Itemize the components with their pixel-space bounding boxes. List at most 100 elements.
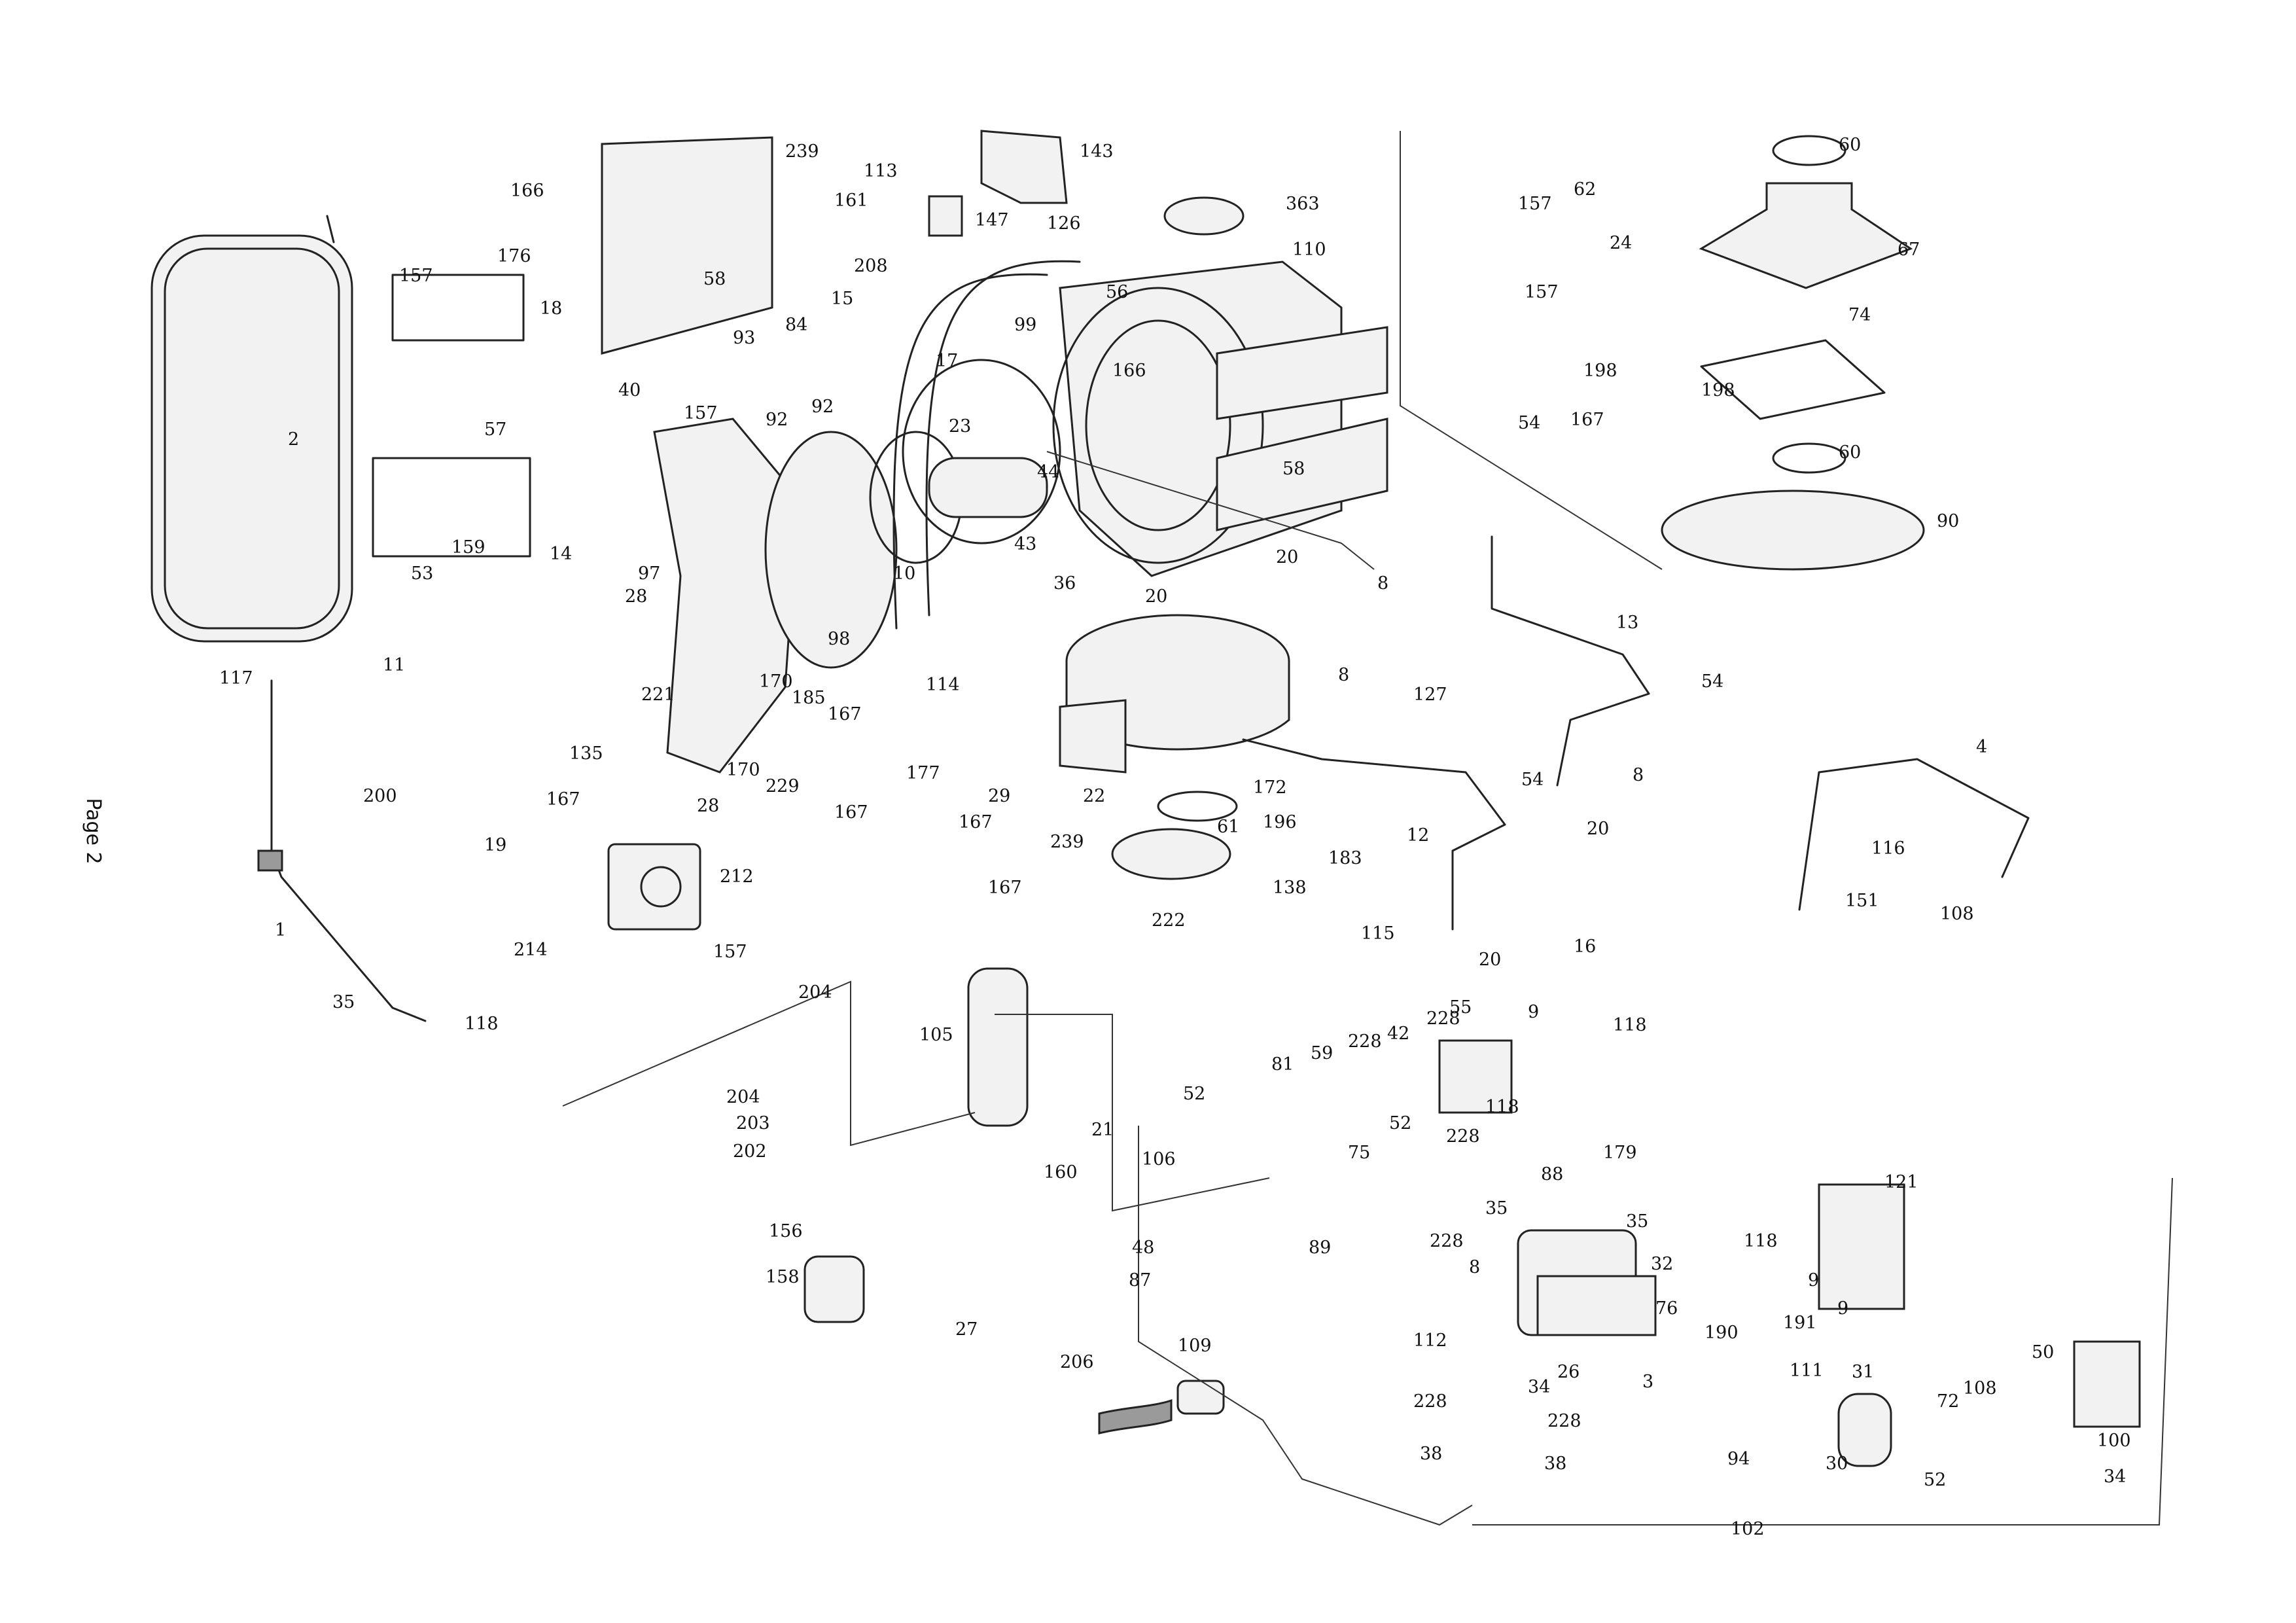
- part-callout-59: 59: [1311, 1043, 1333, 1063]
- part-callout-21: 21: [1091, 1120, 1114, 1140]
- part-callout-126: 126: [1047, 213, 1081, 234]
- part-callout-35c: 35: [1626, 1211, 1648, 1232]
- electrode-box-159: [372, 457, 531, 558]
- part-callout-170a: 170: [759, 671, 793, 692]
- part-callout-52a: 52: [1183, 1084, 1205, 1104]
- flue-pipe-15: [892, 273, 1048, 630]
- seal-60-top: [1772, 135, 1846, 166]
- part-callout-3: 3: [1642, 1372, 1653, 1392]
- part-callout-228d: 228: [1430, 1231, 1464, 1251]
- part-callout-27: 27: [955, 1319, 978, 1340]
- part-callout-160: 160: [1044, 1162, 1078, 1183]
- part-callout-113: 113: [864, 161, 898, 181]
- part-callout-115: 115: [1361, 923, 1395, 944]
- part-callout-81: 81: [1271, 1054, 1294, 1075]
- part-callout-38b: 38: [1544, 1454, 1566, 1474]
- part-callout-157c: 157: [399, 266, 433, 286]
- part-callout-76: 76: [1655, 1298, 1678, 1319]
- electrode-box-176: [391, 274, 525, 342]
- part-callout-198a: 198: [1583, 361, 1617, 381]
- part-callout-109: 109: [1178, 1336, 1212, 1356]
- part-callout-88: 88: [1541, 1164, 1563, 1185]
- part-callout-138: 138: [1273, 878, 1307, 898]
- part-callout-105: 105: [919, 1025, 953, 1045]
- part-callout-48: 48: [1132, 1238, 1154, 1258]
- part-callout-72: 72: [1937, 1391, 1959, 1412]
- part-callout-38a: 38: [1420, 1444, 1442, 1464]
- part-callout-117: 117: [219, 668, 253, 688]
- part-callout-143: 143: [1080, 141, 1114, 162]
- part-callout-75: 75: [1348, 1143, 1370, 1163]
- part-callout-167a: 167: [1570, 410, 1604, 430]
- part-callout-98: 98: [828, 629, 850, 649]
- part-callout-228f: 228: [1547, 1411, 1581, 1431]
- part-callout-204a: 204: [798, 982, 832, 1003]
- part-callout-60: 60: [1839, 135, 1861, 155]
- burner-door-97: [653, 418, 800, 774]
- part-callout-167c: 167: [546, 789, 580, 810]
- part-callout-203: 203: [736, 1113, 770, 1133]
- part-callout-50: 50: [2032, 1342, 2054, 1363]
- part-callout-112: 112: [1413, 1330, 1447, 1351]
- part-callout-229: 229: [766, 776, 800, 796]
- part-callout-28a: 28: [625, 586, 647, 607]
- part-callout-151: 151: [1845, 891, 1879, 911]
- part-callout-1: 1: [275, 920, 286, 940]
- burner-23: [928, 457, 1048, 518]
- part-callout-54b: 54: [1701, 671, 1723, 692]
- part-callout-20b: 20: [1145, 586, 1167, 607]
- part-callout-10: 10: [893, 563, 915, 584]
- part-callout-108b: 108: [1963, 1378, 1997, 1399]
- part-callout-170b: 170: [726, 760, 760, 780]
- part-callout-13: 13: [1616, 613, 1638, 633]
- part-callout-158: 158: [766, 1267, 800, 1287]
- part-callout-62: 62: [1574, 179, 1596, 200]
- part-callout-127: 127: [1413, 685, 1447, 705]
- flue-adapter-67: [1699, 182, 1913, 289]
- part-callout-97: 97: [638, 563, 660, 584]
- part-callout-363: 363: [1286, 194, 1320, 214]
- part-callout-17: 17: [936, 351, 958, 371]
- part-callout-11: 11: [383, 655, 405, 675]
- part-callout-58b: 58: [1282, 459, 1305, 479]
- part-callout-228a: 228: [1426, 1008, 1460, 1029]
- gasket-74: [1700, 339, 1886, 420]
- part-callout-102: 102: [1731, 1519, 1765, 1539]
- diverter-valve-100: [2073, 1340, 2141, 1428]
- part-callout-198b: 198: [1701, 380, 1735, 401]
- part-callout-90: 90: [1937, 511, 1959, 531]
- part-callout-114: 114: [926, 675, 960, 695]
- part-callout-206: 206: [1060, 1352, 1094, 1372]
- part-callout-56: 56: [1106, 282, 1128, 302]
- part-callout-118d: 118: [1744, 1231, 1778, 1251]
- part-callout-135: 135: [569, 743, 603, 764]
- part-callout-60b: 60: [1839, 442, 1861, 463]
- pipe-13: [1491, 535, 1650, 787]
- bracket-143: [980, 130, 1068, 204]
- part-callout-177: 177: [906, 763, 940, 783]
- part-callout-176: 176: [497, 246, 531, 266]
- part-callout-93: 93: [733, 328, 755, 348]
- part-callout-43: 43: [1014, 534, 1036, 554]
- part-callout-8a: 8: [1377, 573, 1388, 594]
- part-callout-36: 36: [1053, 573, 1076, 594]
- leader-frame-204: [562, 980, 976, 1147]
- part-callout-40: 40: [618, 380, 641, 401]
- part-callout-55: 55: [1449, 997, 1472, 1018]
- bracket-58-top: [601, 136, 773, 355]
- part-callout-54c: 54: [1521, 770, 1544, 790]
- part-callout-200: 200: [363, 786, 397, 806]
- part-147: [928, 195, 963, 237]
- part-callout-191: 191: [1783, 1313, 1817, 1333]
- part-callout-179: 179: [1603, 1143, 1637, 1163]
- part-callout-157b: 157: [1525, 282, 1559, 302]
- part-callout-159: 159: [451, 537, 486, 558]
- part-callout-57: 57: [484, 419, 506, 440]
- leader-frame-102-right: [1472, 1177, 2173, 1525]
- part-callout-35a: 35: [332, 992, 355, 1012]
- part-callout-118c: 118: [1485, 1097, 1519, 1117]
- sleeve-109: [1176, 1380, 1225, 1415]
- part-callout-44: 44: [1037, 462, 1059, 482]
